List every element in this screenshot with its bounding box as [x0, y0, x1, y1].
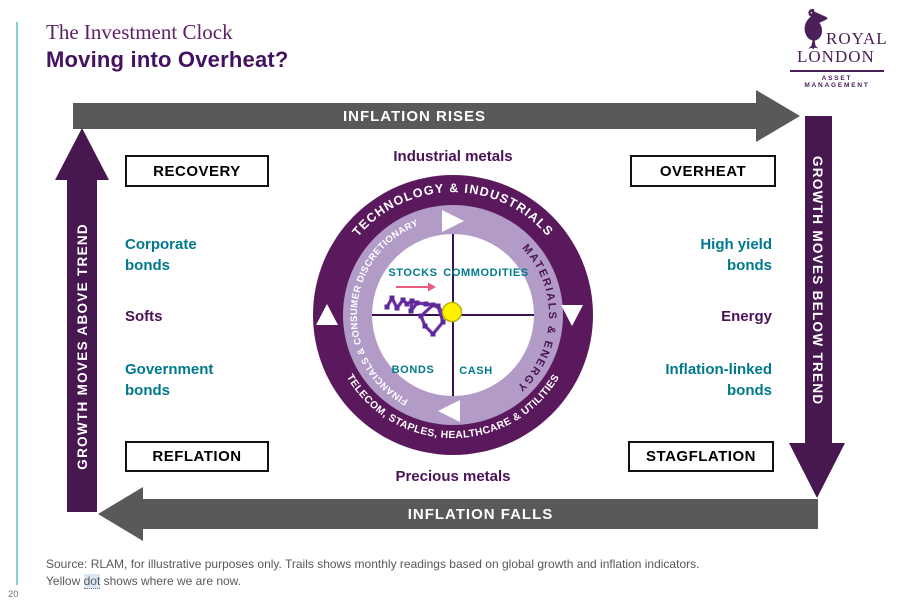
- phase-box-reflation: REFLATION: [125, 441, 269, 472]
- asset-label-softs: Softs: [125, 308, 163, 325]
- page-title: The Investment Clock: [46, 20, 233, 44]
- logo-text-london: LONDON: [797, 47, 875, 66]
- logo-tagline: ASSET MANAGEMENT: [790, 70, 884, 89]
- clockwise-arrow-left-icon: [316, 304, 338, 325]
- dot-highlight: dot: [83, 574, 101, 589]
- current-position-dot: [441, 301, 463, 323]
- phase-box-stagflation: STAGFLATION: [628, 441, 774, 472]
- logo-text-royal: ROYAL: [826, 29, 888, 48]
- asset-label-energy: Energy: [721, 308, 772, 325]
- asset-label-precious-metals: Precious metals: [395, 468, 511, 485]
- asset-label-government-bonds: Government bonds: [125, 361, 214, 399]
- quadrant-label-commodities: COMMODITIES: [443, 267, 528, 279]
- company-logo: ROYAL LONDON ASSET MANAGEMENT: [790, 6, 887, 89]
- quadrant-label-stocks: STOCKS: [388, 267, 437, 279]
- growth-above-trend-label: GROWTH MOVES ABOVE TREND: [74, 222, 90, 470]
- quadrant-label-cash: CASH: [459, 365, 493, 377]
- asset-label-inflation-linked-bonds: Inflation-linked bonds: [665, 361, 772, 399]
- page-subtitle: Moving into Overheat?: [46, 47, 289, 72]
- momentum-arrow: [396, 282, 436, 292]
- inflation-falls-label: INFLATION FALLS: [407, 505, 554, 523]
- clockwise-arrow-bottom-icon: [438, 400, 460, 422]
- investment-clock: TECHNOLOGY & INDUSTRIALS TELECOM, STAPLE…: [313, 175, 593, 455]
- quadrant-label-bonds: BONDS: [392, 364, 435, 376]
- source-line: Source: RLAM, for illustrative purposes …: [46, 557, 700, 571]
- asset-label-high-yield-bonds: High yield bonds: [700, 236, 772, 274]
- clockwise-arrow-right-icon: [561, 305, 583, 326]
- note-line: Yellow dot shows where we are now.: [46, 574, 242, 589]
- asset-label-corporate-bonds: Corporate bonds: [125, 236, 197, 274]
- left-accent-rule: [16, 22, 18, 585]
- pelican-icon: [804, 8, 828, 50]
- phase-box-overheat: OVERHEAT: [630, 155, 776, 187]
- inflation-rises-label: INFLATION RISES: [342, 107, 487, 125]
- phase-box-recovery: RECOVERY: [125, 155, 269, 187]
- asset-label-industrial-metals: Industrial metals: [393, 148, 513, 165]
- page-number: 20: [8, 589, 19, 600]
- growth-below-trend-label: GROWTH MOVES BELOW TREND: [810, 156, 825, 406]
- clockwise-arrow-top-icon: [442, 210, 464, 232]
- footnote: Source: RLAM, for illustrative purposes …: [46, 556, 866, 590]
